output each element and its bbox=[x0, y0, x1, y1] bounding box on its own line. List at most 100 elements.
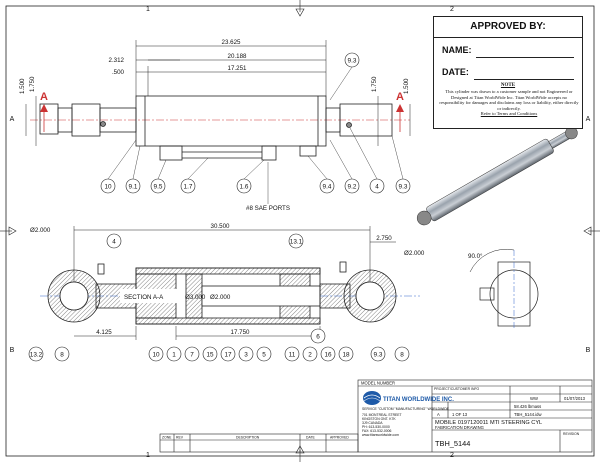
balloon-s-3: 3 bbox=[244, 352, 248, 359]
balloon-s-4: 4 bbox=[112, 239, 116, 246]
balloon-9-4: 9.4 bbox=[323, 184, 332, 191]
rev-header-date: DATE bbox=[306, 436, 316, 440]
terms-link[interactable]: Refer to Terms and Conditions bbox=[480, 111, 538, 117]
balloon-s-8-left: 8 bbox=[60, 352, 64, 359]
zone-right-b: B bbox=[586, 347, 591, 354]
dim-1750-left: 1.750 bbox=[29, 76, 36, 92]
balloon-s-17: 17 bbox=[224, 352, 232, 359]
balloon-s-2: 2 bbox=[308, 352, 312, 359]
dwg-file-name: TBH_5144.idw bbox=[514, 412, 542, 417]
address-5: FAX: 613-532-0006 bbox=[362, 429, 392, 433]
address-4: PH: 613-530-0000 bbox=[362, 425, 390, 429]
dim-overall-top: 23.625 bbox=[222, 39, 241, 46]
dim-right-eye: 2.750 bbox=[376, 235, 392, 242]
weight: 58.426 lbmass bbox=[514, 404, 541, 409]
title-block bbox=[159, 379, 593, 453]
top-leaders bbox=[107, 66, 404, 180]
rev-header-rev: REV bbox=[176, 436, 184, 440]
dim-1500-right: 1.500 bbox=[403, 78, 410, 94]
top-view bbox=[30, 95, 410, 161]
dim-17251: 17.251 bbox=[228, 65, 247, 72]
balloon-s-6: 6 bbox=[316, 334, 320, 341]
dim-left-dia: Ø2.000 bbox=[30, 227, 51, 234]
section-arrow-left-label: A bbox=[40, 91, 48, 103]
section-label: SECTION A-A bbox=[124, 294, 164, 301]
zone-top-1: 1 bbox=[146, 6, 150, 13]
approval-name-label: NAME: bbox=[442, 45, 472, 55]
balloon-s-8-right: 8 bbox=[400, 352, 404, 359]
balloon-s-16: 16 bbox=[324, 352, 332, 359]
approval-box: APPROVED BY: NAME: DATE: NOTE This cylin… bbox=[433, 16, 583, 129]
balloon-s-10: 10 bbox=[152, 352, 160, 359]
dim-4125: 4.125 bbox=[96, 329, 112, 336]
model-number-label: MODEL NUMBER bbox=[361, 381, 395, 386]
dim-500: .500 bbox=[112, 69, 125, 76]
address-2: KINGSTON ONT. K7K bbox=[362, 417, 396, 421]
section-balloons bbox=[28, 233, 410, 362]
top-dimension-lines bbox=[25, 40, 411, 146]
balloon-9-5: 9.5 bbox=[154, 184, 163, 191]
sae-ports-note: #8 SAE PORTS bbox=[246, 205, 290, 212]
company-tagline: SERVICE "CUSTOM "MANUFACTURING" WORLDWID… bbox=[362, 407, 450, 411]
dim-17750: 17.750 bbox=[231, 329, 250, 336]
section-arrow-right-label: A bbox=[396, 91, 404, 103]
zone-top-2: 2 bbox=[450, 6, 454, 13]
section-dimension-lines bbox=[73, 226, 396, 340]
balloon-s-13-1: 13.1 bbox=[290, 239, 303, 246]
zone-left-a: A bbox=[10, 116, 15, 123]
dim-bore: Ø3.000 bbox=[185, 294, 206, 301]
approval-title: APPROVED BY: bbox=[434, 17, 582, 38]
drawing-description: MOBILE 0197120011 MTI STEERING CYL bbox=[435, 420, 542, 426]
balloon-9-3-upper: 9.3 bbox=[348, 58, 357, 65]
balloon-9-2: 9.2 bbox=[348, 184, 357, 191]
rev-header-description: DESCRIPTION bbox=[236, 436, 260, 440]
balloon-4: 4 bbox=[375, 184, 379, 191]
balloon-s-5: 5 bbox=[262, 352, 266, 359]
approval-note-text: This cylinder was drawn to a customer sa… bbox=[439, 89, 579, 111]
top-balloons bbox=[100, 52, 411, 194]
balloon-10: 10 bbox=[104, 184, 112, 191]
dim-1750-right: 1.750 bbox=[371, 76, 378, 92]
balloon-s-11: 11 bbox=[289, 352, 296, 359]
balloon-s-15: 15 bbox=[206, 352, 214, 359]
sheet-size: A bbox=[437, 412, 440, 417]
drawing-number: TBH_5144 bbox=[435, 439, 470, 448]
titan-logo bbox=[363, 391, 381, 405]
balloon-s-7: 7 bbox=[190, 352, 194, 359]
sheet-number: 1 OF 13 bbox=[452, 412, 468, 417]
rev-header-zone: ZONE bbox=[162, 436, 172, 440]
drawing-sub-description: FABRICATION DRAWING bbox=[435, 425, 484, 430]
iso-view bbox=[416, 126, 578, 226]
balloon-s-18: 18 bbox=[342, 352, 350, 359]
approval-name-line[interactable] bbox=[476, 57, 574, 58]
dim-right-dia: Ø2.000 bbox=[404, 250, 425, 257]
balloon-s-13-2: 13.2 bbox=[30, 352, 43, 359]
zone-bottom-1: 1 bbox=[146, 452, 150, 459]
balloon-9-1: 9.1 bbox=[129, 184, 138, 191]
approval-date-line[interactable] bbox=[474, 79, 574, 80]
project-label: PROJECT/CUSTOMER INFO bbox=[434, 387, 480, 391]
drawn-by: WW bbox=[530, 396, 538, 401]
dim-20188: 20.188 bbox=[228, 53, 247, 60]
dim-overall-section: 30.500 bbox=[211, 223, 230, 230]
company-name: TITAN WORLDWIDE INC. bbox=[383, 397, 454, 403]
dim-2312: 2.312 bbox=[109, 57, 125, 64]
approval-date-label: DATE: bbox=[442, 67, 469, 77]
zone-bottom-2: 2 bbox=[450, 452, 454, 459]
section-view bbox=[40, 261, 420, 325]
address-6: www.titanworldwide.com bbox=[362, 433, 399, 437]
approval-note: This cylinder was drawn to a customer sa… bbox=[438, 89, 580, 117]
balloon-9-3-lower: 9.3 bbox=[399, 184, 408, 191]
drawn-date: 01/07/2013 bbox=[564, 396, 586, 401]
dim-rod: Ø2.000 bbox=[210, 294, 231, 301]
revision-label: REVISION bbox=[563, 432, 580, 436]
side-view bbox=[469, 248, 539, 330]
zone-left-b: B bbox=[10, 347, 15, 354]
balloon-1-7: 1.7 bbox=[184, 184, 193, 191]
address-1: 701 MONTREAL STREET bbox=[362, 413, 402, 417]
zone-right-a: A bbox=[586, 116, 591, 123]
balloon-s-9-3: 9.3 bbox=[374, 352, 383, 359]
address-3: 3J9 CANADA bbox=[362, 421, 383, 425]
balloon-s-1: 1 bbox=[172, 352, 176, 359]
